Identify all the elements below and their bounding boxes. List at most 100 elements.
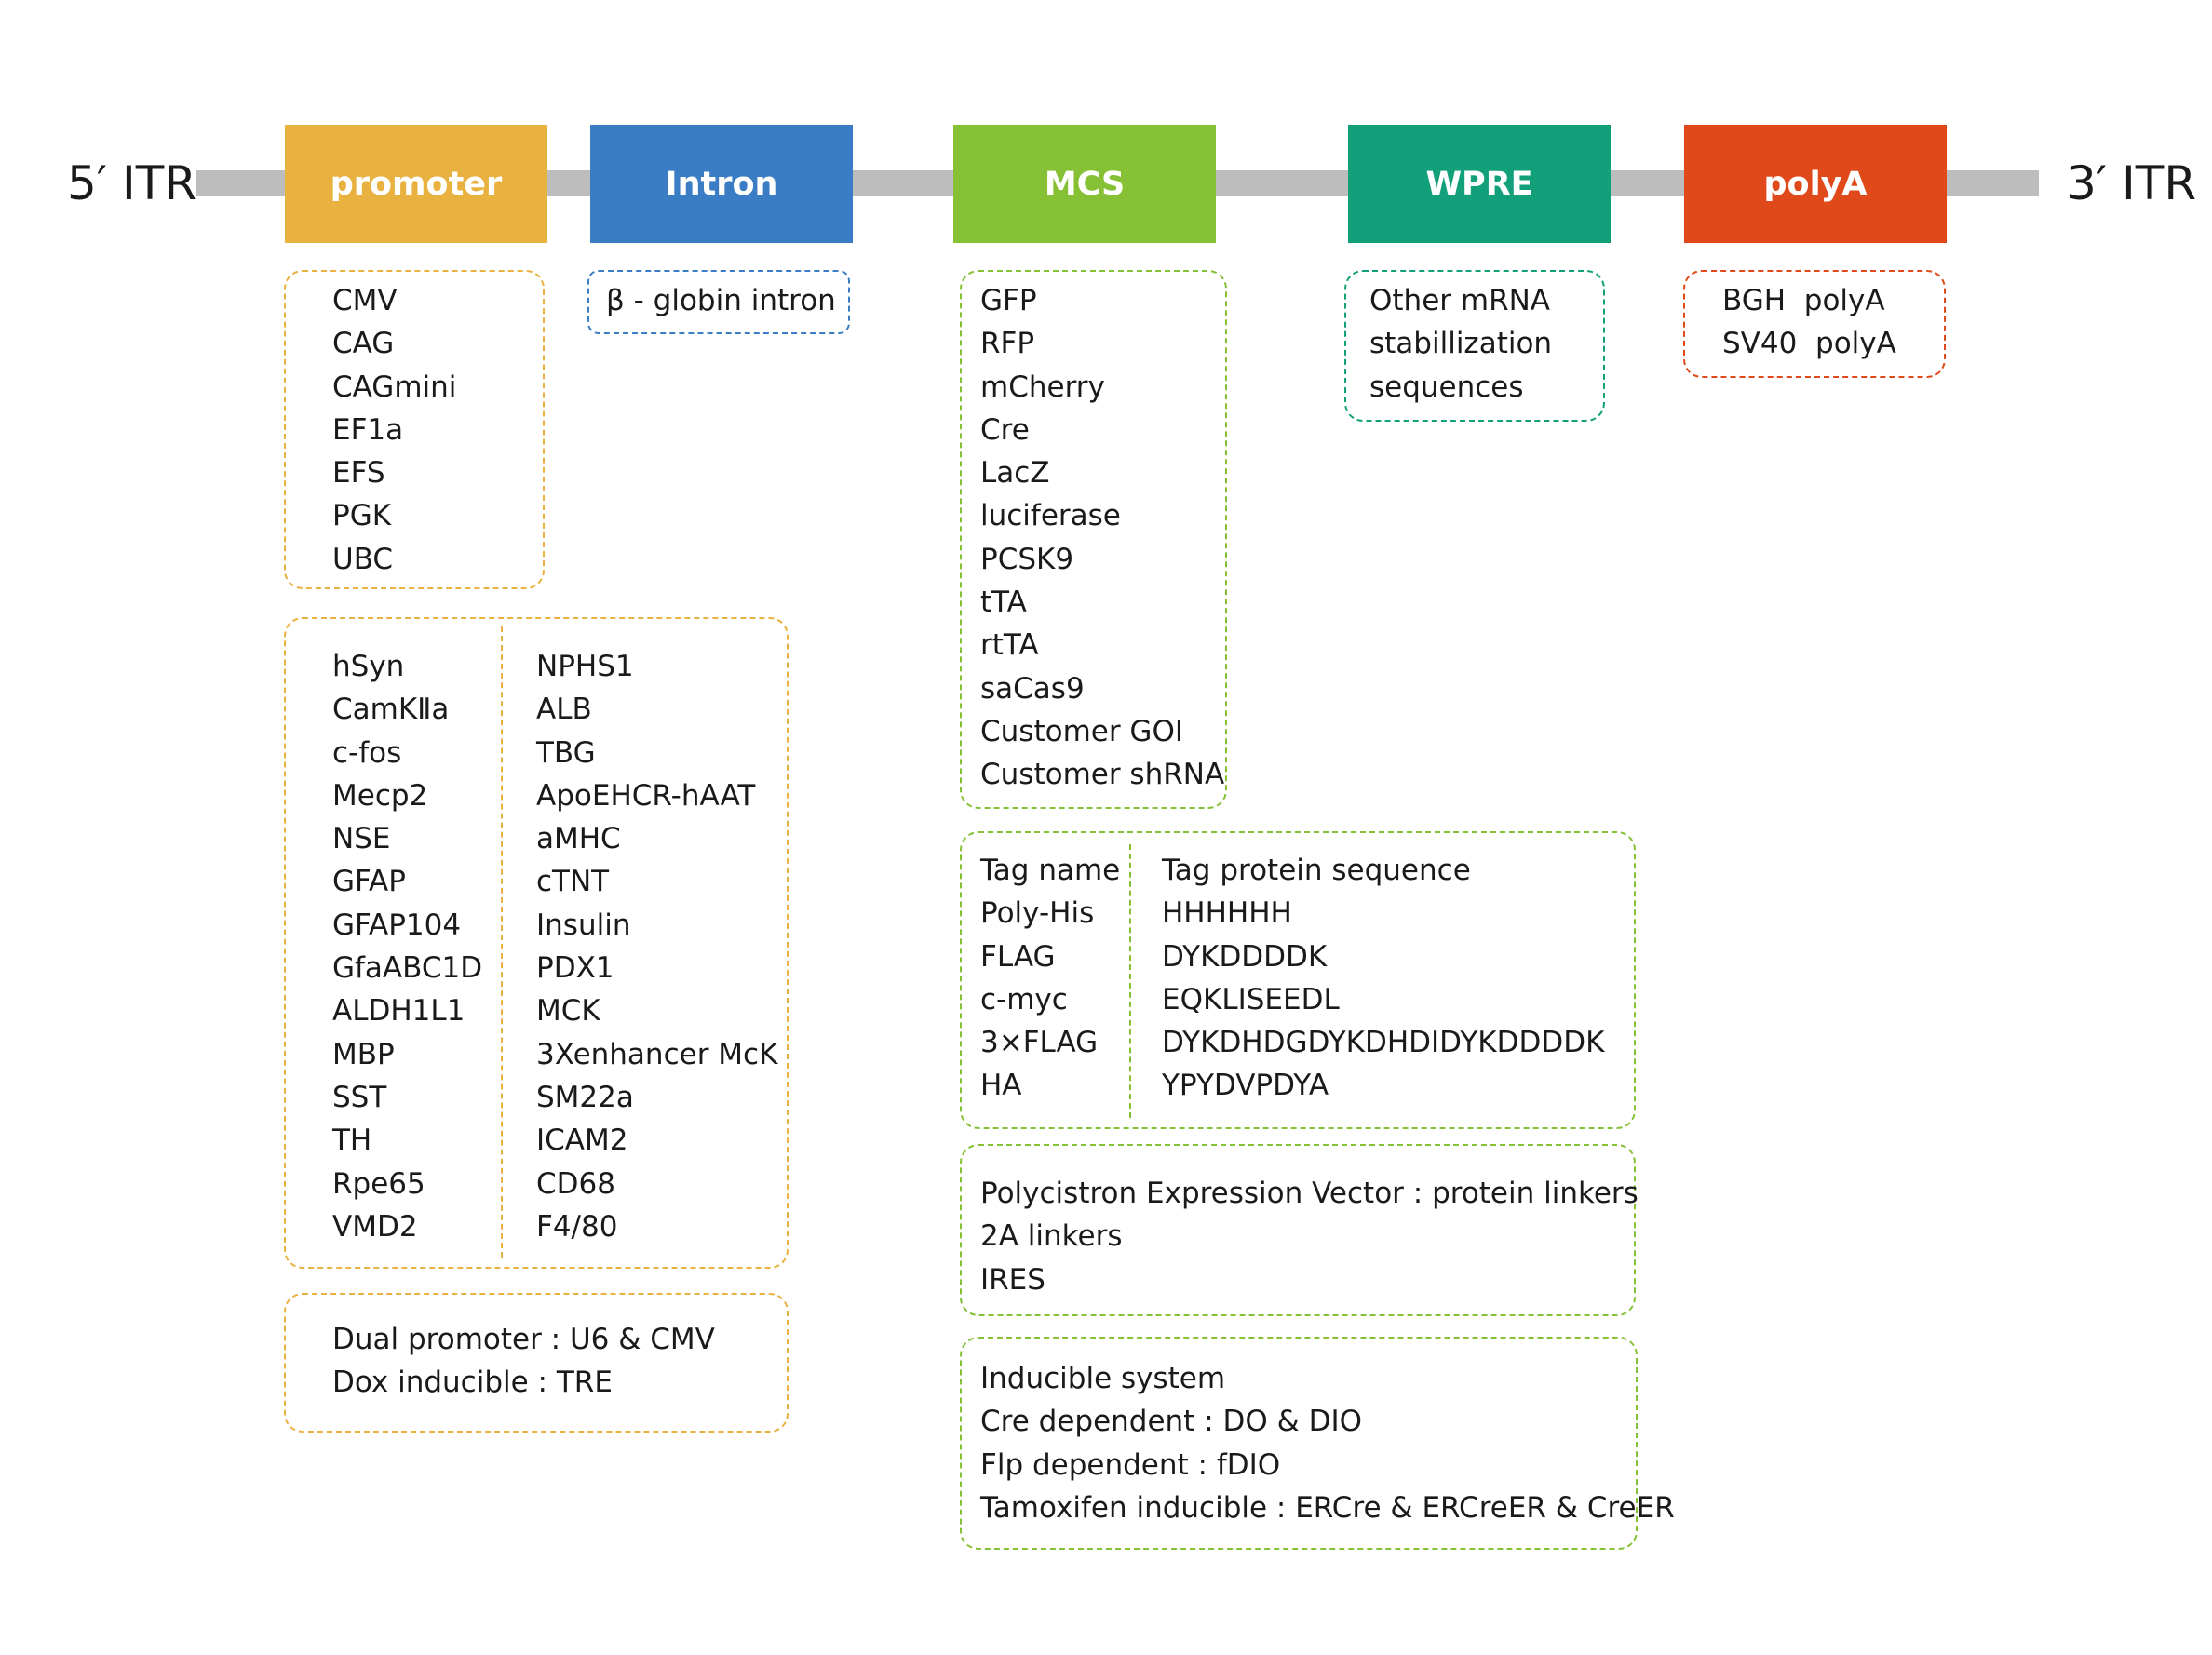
special-promoter-box: Dual promoter : U6 & CMV Dox inducible : … <box>284 1293 789 1433</box>
column-divider <box>1129 844 1131 1118</box>
promoter-item: SM22a <box>536 1080 634 1114</box>
tag-name-cell: FLAG <box>980 939 1056 974</box>
gene-item: GFP <box>980 284 1037 317</box>
gene-item: LacZ <box>980 456 1050 491</box>
inducible-item: Inducible system <box>980 1362 1226 1395</box>
linker-item: Polycistron Expression Vector : protein … <box>980 1177 1639 1210</box>
promoter-item: TH <box>332 1124 372 1158</box>
promoter-option: Dox inducible : TRE <box>332 1366 613 1400</box>
three-prime-itr-label: 3′ ITR <box>2067 156 2197 210</box>
polya-item: SV40 polyA <box>1722 327 1896 361</box>
promoter-item: CD68 <box>536 1166 615 1201</box>
wpre-line: sequences <box>1369 370 1524 404</box>
tag-name-cell: Poly-His <box>980 896 1095 931</box>
wpre-block: WPRE <box>1348 125 1611 243</box>
promoter-item: Insulin <box>536 908 631 942</box>
tag-sequence-cell: EQKLISEEDL <box>1162 982 1340 1016</box>
promoter-item: SST <box>332 1080 387 1114</box>
promoter-item: PGK <box>332 499 392 533</box>
promoter-item: EF1a <box>332 412 404 447</box>
promoter-option: Dual promoter : U6 & CMV <box>332 1323 715 1356</box>
promoter-item: GfaABC1D <box>332 951 483 986</box>
polya-block: polyA <box>1684 125 1947 243</box>
promoter-item: ApoEHCR-hAAT <box>536 778 756 813</box>
gene-item: luciferase <box>980 499 1121 533</box>
gene-item: mCherry <box>980 370 1105 404</box>
promoter-item: CMV <box>332 284 398 317</box>
linker-item: IRES <box>980 1262 1045 1297</box>
promoter-item: 3Xenhancer McK <box>536 1037 778 1071</box>
gene-item: tTA <box>980 585 1027 620</box>
tag-sequence-cell: HHHHHH <box>1162 896 1292 931</box>
inducible-item: Cre dependent : DO & DIO <box>980 1405 1363 1439</box>
linkers-box: Polycistron Expression Vector : protein … <box>960 1144 1639 1316</box>
wpre-box: Other mRNA stabillization sequences <box>1344 270 1605 422</box>
five-prime-itr-label: 5′ ITR <box>67 156 197 210</box>
intron-list: β - globin intron <box>606 279 836 322</box>
intron-block: Intron <box>590 125 853 243</box>
tag-name-cell: HA <box>980 1069 1022 1103</box>
tag-name-cell: Tag name <box>980 854 1121 887</box>
wpre-line: stabillization <box>1369 327 1553 361</box>
gene-item: PCSK9 <box>980 542 1074 576</box>
promoter-item: EFS <box>332 456 385 491</box>
mcs-block: MCS <box>953 125 1216 243</box>
tag-sequence-cell: Tag protein sequence <box>1162 854 1471 887</box>
promoter-item: GFAP104 <box>332 908 462 942</box>
promoter-item: TBG <box>536 735 596 770</box>
promoter-item: GFAP <box>332 865 406 899</box>
promoter-item: CamKⅡa <box>332 693 450 727</box>
promoter-item: UBC <box>332 542 394 576</box>
promoter-item: ALDH1L1 <box>332 994 465 1029</box>
special-promoter-list: Dual promoter : U6 & CMV Dox inducible : … <box>332 1318 715 1405</box>
tag-name-cell: c-myc <box>980 982 1068 1016</box>
promoter-item: MBP <box>332 1037 395 1071</box>
gene-item: Customer shRNA <box>980 758 1225 792</box>
tag-name-cell: 3×FLAG <box>980 1026 1099 1060</box>
gene-item: Customer GOI <box>980 714 1183 748</box>
promoter-item: cTNT <box>536 865 610 899</box>
promoter-item: aMHC <box>536 822 621 856</box>
inducible-item: Tamoxifen inducible : ERCre & ERCreER & … <box>980 1490 1675 1525</box>
intron-item: β - globin intron <box>606 284 836 317</box>
promoter-item: CAG <box>332 327 395 361</box>
promoter-item: c-fos <box>332 735 402 770</box>
linker-item: 2A linkers <box>980 1219 1123 1254</box>
gene-item: RFP <box>980 327 1035 361</box>
gene-item: Cre <box>980 412 1030 447</box>
promoter-item: ICAM2 <box>536 1124 628 1158</box>
promoter-item: NSE <box>332 822 391 856</box>
promoter-item: hSyn <box>332 650 405 683</box>
promoter-item: NPHS1 <box>536 650 634 683</box>
gene-item: saCas9 <box>980 671 1085 706</box>
promoter-item: F4/80 <box>536 1209 618 1244</box>
linker-list: Polycistron Expression Vector : protein … <box>980 1172 1639 1301</box>
polya-box: BGH polyA SV40 polyA <box>1683 270 1946 378</box>
promoter-item: PDX1 <box>536 951 614 986</box>
promoter-item: VMD2 <box>332 1209 418 1244</box>
column-divider <box>501 626 503 1258</box>
promoter-item: Mecp2 <box>332 778 428 813</box>
polya-item: BGH polyA <box>1722 284 1885 317</box>
promoter-item: ALB <box>536 693 592 727</box>
promoter-block: promoter <box>285 125 547 243</box>
wpre-line: Other mRNA <box>1369 284 1551 317</box>
intron-box: β - globin intron <box>587 270 850 334</box>
tag-sequence-cell: YPYDVPDYA <box>1162 1069 1329 1103</box>
tag-sequence-cell: DYKDDDDK <box>1162 939 1328 974</box>
promoter-item: Rpe65 <box>332 1166 425 1201</box>
inducible-item: Flp dependent : fDIO <box>980 1447 1281 1482</box>
polya-list: BGH polyA SV40 polyA <box>1722 279 1896 366</box>
